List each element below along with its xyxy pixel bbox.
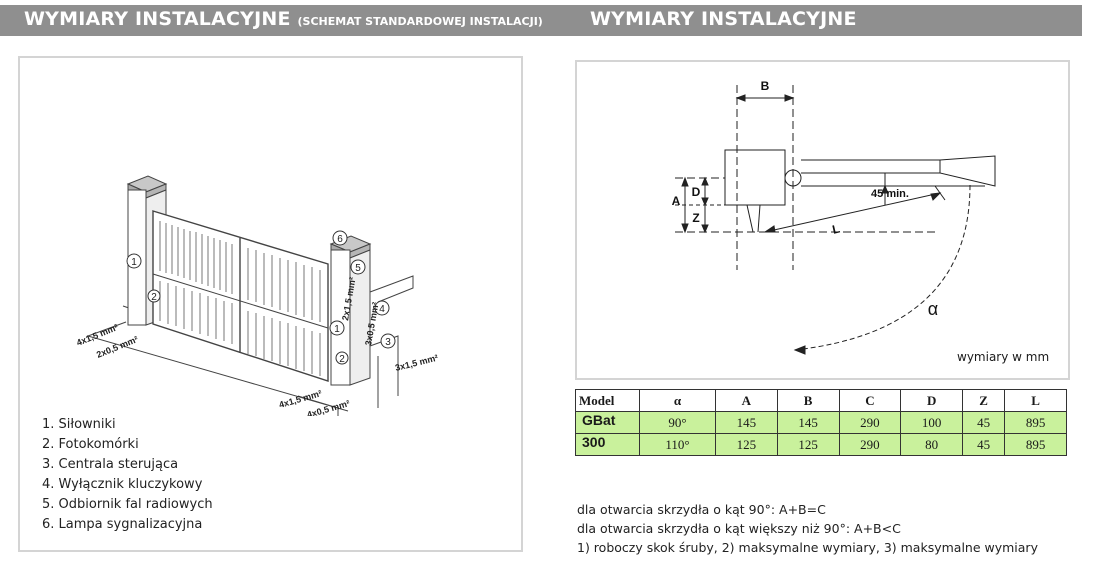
unit-note: wymiary w mm	[957, 350, 1050, 364]
dimensions-diagram: B A D Z L 45 min. α	[672, 79, 996, 355]
legend-item: 3. Centrala sterująca	[42, 457, 179, 472]
marker-3: 3	[385, 337, 391, 348]
left-header-title: WYMIARY INSTALACYJNE (SCHEMAT STANDARDOW…	[24, 8, 543, 30]
dim-label-d: D	[692, 185, 701, 199]
left-subtitle-text: (SCHEMAT STANDARDOWEJ INSTALACJI)	[297, 15, 543, 28]
dim-label-l: L	[831, 221, 841, 236]
table-cell: 100	[900, 411, 964, 434]
marker-2b: 2	[339, 354, 345, 365]
table-row: GBat 90° 145 145 290 100 45 895	[575, 411, 1067, 434]
legend-item: 4. Wyłącznik kluczykowy	[42, 477, 203, 492]
dimensions-panel	[575, 60, 1070, 380]
col-header-l: L	[1004, 389, 1067, 412]
legend-item: 5. Odbiornik fal radiowych	[42, 497, 213, 512]
cable-label-5: 3x1,5 mm²	[394, 353, 439, 373]
table-cell: 90°	[639, 411, 716, 434]
table-header-row: Model α A B C D Z L	[575, 389, 1067, 412]
table-cell: 145	[776, 411, 840, 434]
table-cell: 145	[714, 411, 778, 434]
left-title-text: WYMIARY INSTALACYJNE	[24, 8, 291, 30]
marker-4: 4	[379, 304, 385, 315]
marker-6: 6	[337, 234, 343, 245]
marker-2a: 2	[151, 292, 157, 303]
col-header-c: C	[838, 389, 902, 412]
note-line: dla otwarcia skrzydła o kąt 90°: A+B=C	[577, 502, 826, 517]
table-cell: 290	[838, 411, 902, 434]
marker-5: 5	[355, 263, 361, 274]
installation-diagram: 1 2 6 5 4 3 1 2 4x1,5 mm² 2x0,5 mm² 2x1,…	[75, 175, 439, 416]
marker-1-left	[126, 253, 142, 269]
table-cell: 895	[1004, 411, 1067, 434]
table-cell: 45	[962, 433, 1006, 456]
col-header-a: A	[714, 389, 778, 412]
component-legend: 1. Siłowniki 2. Fotokomórki 3. Centrala …	[42, 415, 213, 535]
notes-block: dla otwarcia skrzydła o kąt 90°: A+B=C d…	[577, 500, 1038, 557]
dim-label-45min: 45 min.	[871, 188, 909, 200]
model-cell-1: GBat	[575, 411, 640, 434]
col-header-alpha: α	[639, 389, 716, 412]
col-header-z: Z	[962, 389, 1006, 412]
table-cell: 290	[838, 433, 902, 456]
legend-item: 2. Fotokomórki	[42, 437, 139, 452]
dim-label-b: B	[761, 79, 770, 93]
header-bar	[0, 5, 1082, 36]
table-cell: 125	[714, 433, 778, 456]
col-header-d: D	[900, 389, 964, 412]
legend-item: 1. Siłowniki	[42, 417, 116, 432]
table-cell: 125	[776, 433, 840, 456]
table-cell: 45	[962, 411, 1006, 434]
note-line: dla otwarcia skrzydła o kąt większy niż …	[577, 521, 901, 536]
marker-1b: 1	[334, 324, 340, 335]
marker-1a: 1	[131, 257, 137, 268]
col-header-model: Model	[575, 389, 640, 412]
spec-table: Model α A B C D Z L GBat 90° 145 145 290…	[575, 389, 1067, 456]
right-header-title: WYMIARY INSTALACYJNE	[590, 8, 857, 30]
col-header-b: B	[776, 389, 840, 412]
dim-label-z: Z	[692, 211, 699, 225]
table-cell: 110°	[639, 433, 716, 456]
model-cell-2: 300	[575, 433, 640, 456]
table-row: 300 110° 125 125 290 80 45 895	[575, 433, 1067, 456]
note-line: 1) roboczy skok śruby, 2) maksymalne wym…	[577, 540, 1038, 555]
legend-item: 6. Lampa sygnalizacyjna	[42, 517, 203, 532]
table-cell: 80	[900, 433, 964, 456]
table-cell: 895	[1004, 433, 1067, 456]
dim-label-a: A	[672, 194, 681, 208]
dim-label-alpha: α	[928, 299, 938, 319]
